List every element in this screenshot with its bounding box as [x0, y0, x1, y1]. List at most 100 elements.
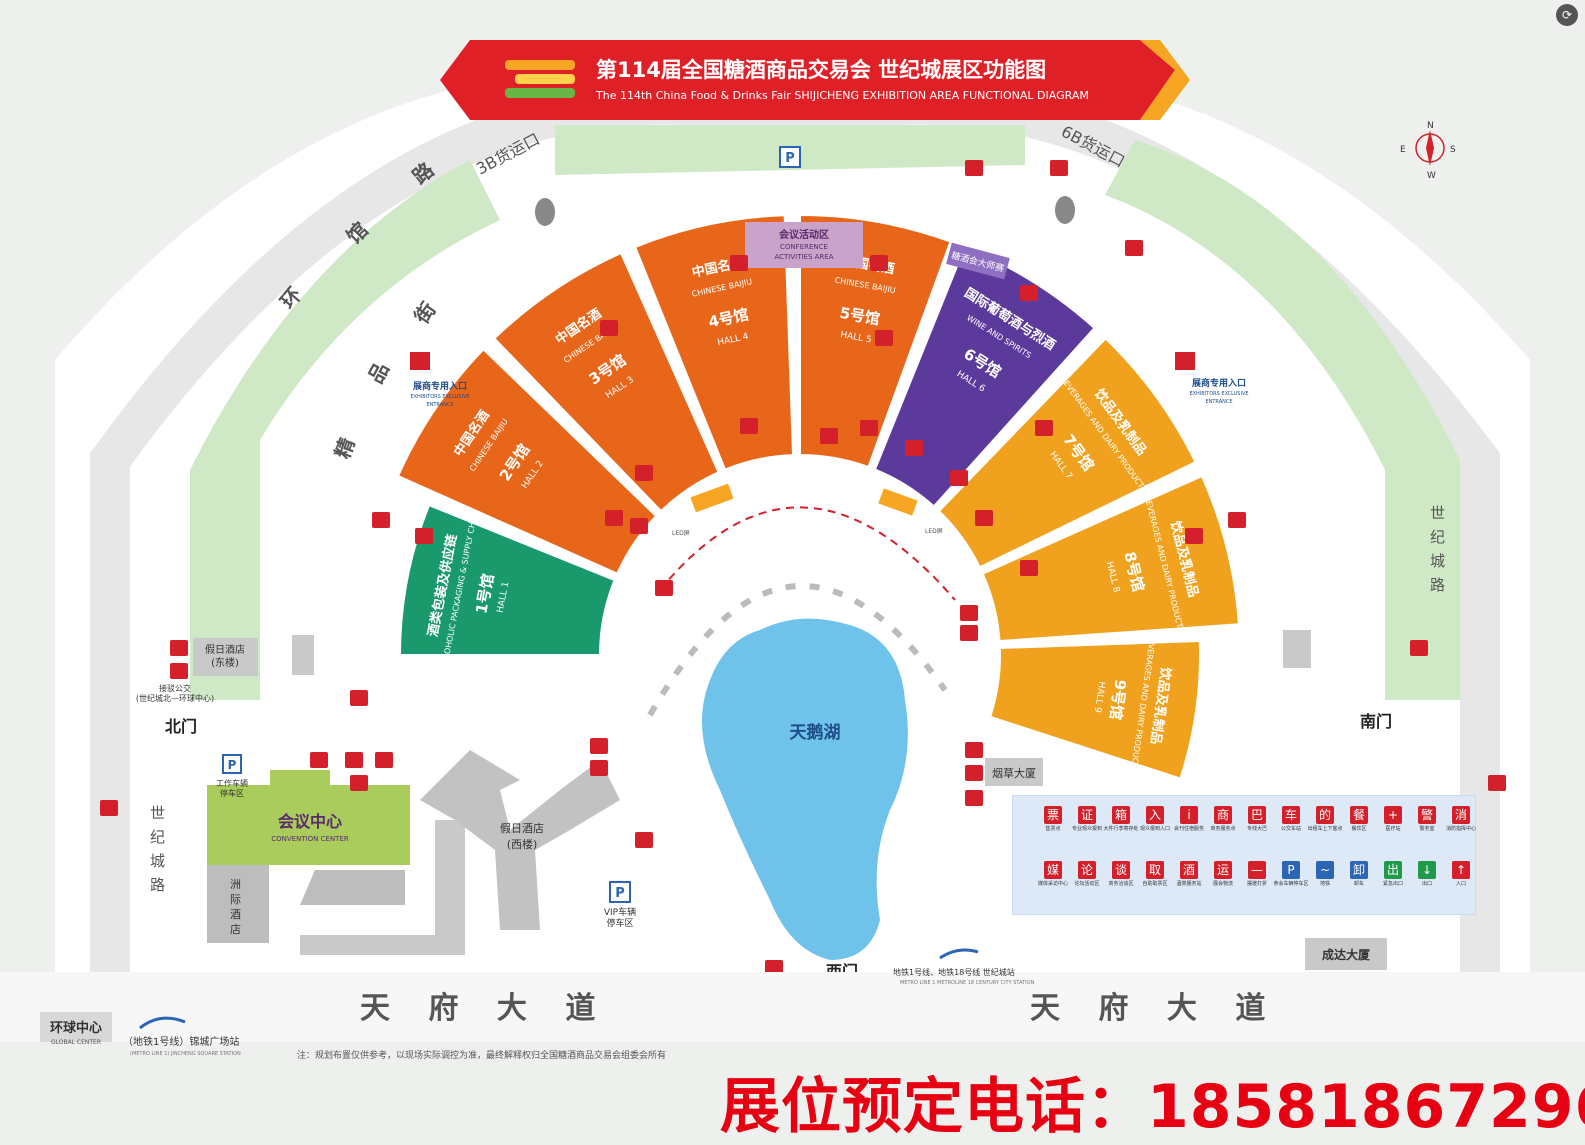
- svg-text:烟草大厦: 烟草大厦: [992, 766, 1036, 780]
- svg-text:CONVENTION CENTER: CONVENTION CENTER: [271, 835, 349, 843]
- legend-item: ↑ 入口: [1439, 861, 1483, 887]
- legend-label: 卸车: [1353, 881, 1364, 887]
- legend-icon: ~: [1316, 861, 1334, 879]
- svg-text:W: W: [1427, 171, 1436, 181]
- plaza-path: [647, 583, 948, 717]
- svg-text:ENTRANCE: ENTRANCE: [426, 402, 453, 408]
- legend-label: 公交车站: [1280, 826, 1301, 832]
- legend-label: 专业观众报到: [1071, 826, 1102, 832]
- svg-text:P: P: [615, 886, 625, 901]
- metro-center: 地铁1号线、地铁18号线 世纪城站 METRO LINE 1 METROLINE…: [893, 948, 1035, 986]
- south-gate-label: 南门: [1360, 712, 1392, 731]
- holiday-west-building: 假日酒店 (西楼): [420, 750, 620, 930]
- continental-hotel: [207, 865, 269, 943]
- service-marker-icon: [975, 510, 993, 526]
- svg-text:接驳公交: 接驳公交: [159, 683, 191, 693]
- svg-text:际: 际: [230, 893, 241, 906]
- svg-text:(东楼): (东楼): [211, 656, 239, 669]
- lake-label: 天鹅湖: [790, 722, 841, 743]
- exhibitor-entrance-left: 展商专用入口 EXHIBITORS EXCLUSIVE ENTRANCE: [410, 352, 470, 408]
- hall-label: HALL 9: [1092, 681, 1106, 714]
- service-marker-icon: [820, 428, 838, 444]
- swan-lake: [702, 618, 908, 960]
- legend-label: 会刊住宿服务: [1173, 826, 1204, 832]
- legend-item: 酒酒类服务站: [1167, 861, 1211, 887]
- legend-item: 媒媒体采访中心: [1031, 861, 1075, 887]
- legend-item: 出紧急出口: [1371, 861, 1415, 887]
- legend-item: 取自助取票区: [1133, 861, 1177, 887]
- svg-text:假日酒店: 假日酒店: [500, 821, 544, 835]
- legend-item: +医疗站: [1371, 806, 1415, 832]
- svg-text:路: 路: [150, 876, 165, 894]
- svg-text:纪: 纪: [1430, 528, 1445, 546]
- legend-label: 消防指挥中心: [1445, 826, 1476, 832]
- parking-icon: P: [779, 146, 801, 168]
- svg-text:(世纪城北—环球中心): (世纪城北—环球中心): [136, 693, 214, 703]
- service-marker-icon: [372, 512, 390, 528]
- legend-label: 医疗站: [1385, 826, 1401, 832]
- service-marker-icon: [1020, 285, 1038, 301]
- header-banner: 第114届全国糖酒商品交易会 世纪城展区功能图 The 114th China …: [440, 40, 1190, 120]
- service-marker-icon: [1035, 420, 1053, 436]
- svg-text:会议活动区: 会议活动区: [779, 228, 829, 241]
- legend-label: 摆渡打折: [1246, 881, 1267, 887]
- legend-label: 售票点: [1045, 826, 1061, 832]
- legend-icon: 商: [1214, 806, 1232, 824]
- legend-label: 大件行李寄存处: [1103, 826, 1139, 832]
- exhibitor-entrance-right: 展商专用入口 EXHIBITORS EXCLUSIVE ENTRANCE: [1175, 352, 1249, 405]
- service-marker-icon: [590, 738, 608, 754]
- svg-text:地铁1号线、地铁18号线 世纪城站: 地铁1号线、地铁18号线 世纪城站: [893, 967, 1015, 977]
- service-marker-icon: [605, 510, 623, 526]
- svg-text:城: 城: [1430, 552, 1445, 570]
- chengda-building: [1305, 938, 1387, 970]
- hall-label: 9号馆: [1106, 678, 1129, 721]
- legend-item: 警警务室: [1405, 806, 1449, 832]
- road-shijicheng-left: 世 纪 城 路: [150, 804, 165, 894]
- legend-icon: ↓: [1418, 861, 1436, 879]
- svg-text:EXHIBITORS EXCLUSIVE: EXHIBITORS EXCLUSIVE: [410, 394, 469, 400]
- legend-item: 商商务服务点: [1201, 806, 1245, 832]
- svg-text:路: 路: [1430, 576, 1445, 594]
- svg-text:成达大厦: 成达大厦: [1322, 947, 1371, 962]
- small-building-right: [1283, 630, 1311, 668]
- service-marker-icon: [965, 742, 983, 758]
- service-marker-icon: [600, 320, 618, 336]
- pillar-right: [1055, 196, 1075, 224]
- service-marker-icon: [1125, 240, 1143, 256]
- legend-item: 运展会物流: [1201, 861, 1245, 887]
- service-marker-icon: [415, 528, 433, 544]
- refresh-icon[interactable]: ⟳: [1556, 4, 1578, 26]
- legend-label: 餐饮区: [1351, 826, 1367, 832]
- legend-item: 谈商务洽谈区: [1099, 861, 1143, 887]
- service-marker-icon: [870, 255, 888, 271]
- legend-label: 警务室: [1419, 826, 1435, 832]
- legend-label: 出租车上下客点: [1307, 826, 1343, 832]
- legend-item: ↓出口: [1405, 861, 1449, 887]
- svg-text:GLOBAL CENTER: GLOBAL CENTER: [51, 1039, 101, 1046]
- svg-text:展商专用入口: 展商专用入口: [413, 380, 467, 392]
- legend-icon: ↑: [1452, 861, 1470, 879]
- legend-icon: 警: [1418, 806, 1436, 824]
- legend-label: 地铁: [1319, 881, 1330, 887]
- legend-label: 展会物流: [1212, 881, 1233, 887]
- service-marker-icon: [635, 832, 653, 848]
- legend-label: 入口: [1455, 881, 1466, 887]
- service-marker-icon: [965, 790, 983, 806]
- compass-icon: N E S W: [1400, 121, 1456, 181]
- legend-label: 商务服务点: [1210, 826, 1236, 832]
- legend-label: 自助取票区: [1142, 881, 1168, 887]
- service-marker-icon: [1185, 528, 1203, 544]
- legend-label: 专线大巴: [1246, 826, 1267, 832]
